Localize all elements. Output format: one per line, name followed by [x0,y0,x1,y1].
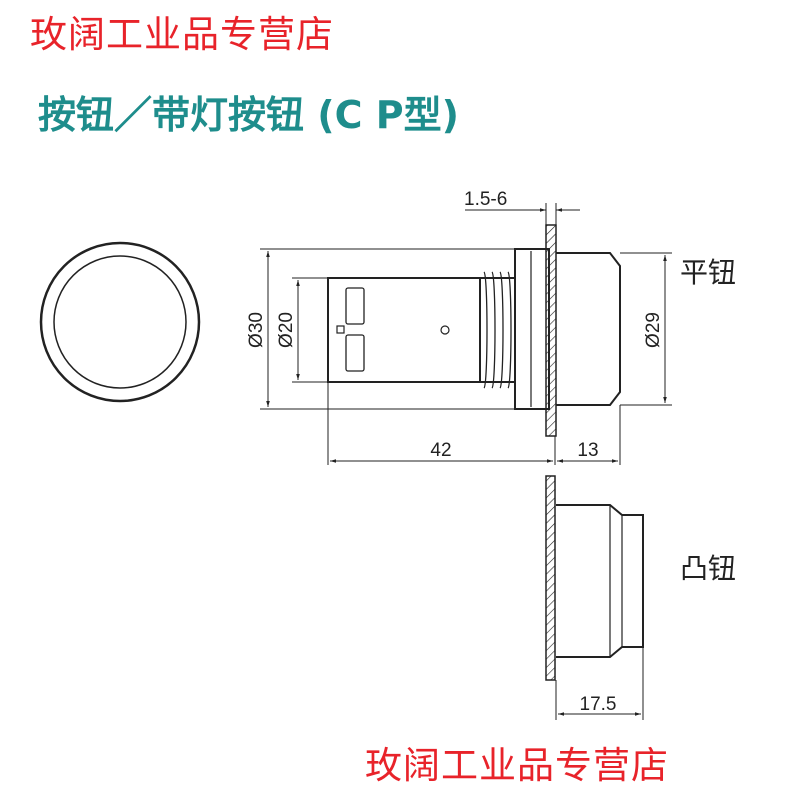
label-raised-button: 凸钮 [680,552,736,585]
watermark-bottom: 玫阔工业品专营店 [365,744,669,787]
dim-body-length: 42 [430,440,451,461]
label-flat-button: 平钮 [680,256,736,289]
page-title: 按钮／带灯按钮 (C P型) [38,93,459,137]
dim-panel-thickness: 1.5-6 [464,189,507,210]
side-view-flat-button [327,224,621,437]
dim-raised-cap-length: 17.5 [580,694,617,715]
dim-outer-diameter: Ø30 [246,312,267,348]
dim-flat-cap-length: 13 [577,440,598,461]
dim-cap-diameter: Ø29 [643,312,664,348]
front-view [39,241,201,403]
watermark-top: 玫阔工业品专营店 [30,13,334,56]
side-view-raised-button [545,475,644,720]
dim-body-diameter: Ø20 [276,312,297,348]
dimension-lines [260,203,672,465]
